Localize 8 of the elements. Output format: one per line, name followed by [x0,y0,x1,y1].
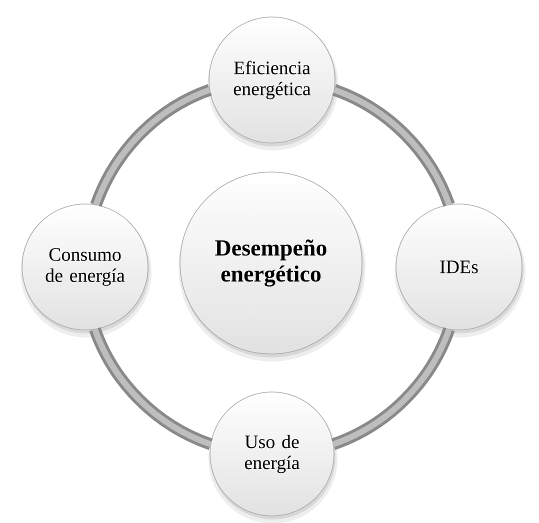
ring-segment [89,327,213,450]
circle-node: Consumo de energía [20,204,152,338]
circle-node: Eficiencia energética [208,16,338,150]
ring-segment [332,84,455,207]
circle-node: IDEs [394,204,526,338]
ring-segment [331,327,455,450]
ring-segment [90,84,212,208]
circle-node: Desempeño energético [178,172,366,362]
